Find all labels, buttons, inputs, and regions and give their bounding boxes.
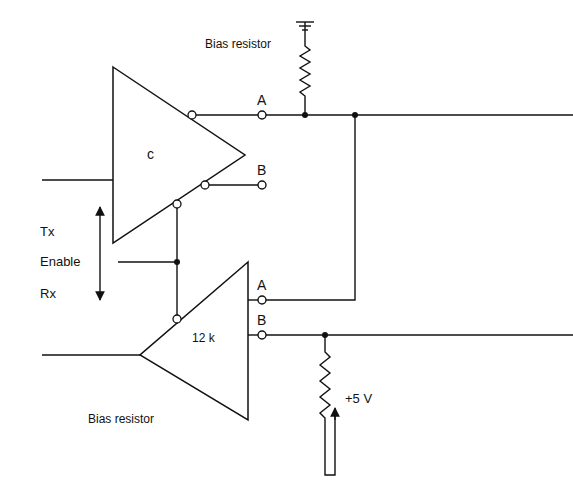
wire	[304, 22, 305, 40]
inversion-bubble	[188, 111, 196, 119]
pin-name: B	[257, 313, 266, 328]
signal-label: Tx	[40, 225, 54, 239]
terminal	[258, 331, 266, 339]
junction-dot	[352, 112, 358, 118]
enable-wire	[118, 261, 177, 262]
terminal	[258, 296, 266, 304]
bus-line-b	[266, 334, 573, 335]
driver-triangle: c	[113, 67, 245, 243]
ground-symbol	[296, 22, 314, 30]
pin-name: A	[257, 93, 266, 108]
resistor-symbol	[300, 40, 310, 115]
signal-label: +5 V	[345, 392, 372, 406]
inversion-bubble	[173, 200, 181, 208]
receiver-triangle: 12 k	[140, 262, 248, 420]
bus-line-a	[266, 114, 573, 115]
signal-label: Bias resistor	[88, 413, 154, 426]
tx-wire	[42, 179, 113, 180]
node-text: c	[147, 147, 154, 162]
resistor-symbol	[320, 335, 335, 475]
direction-arrow	[99, 207, 100, 300]
junction-dot	[302, 112, 308, 118]
amplifier-triangle	[140, 262, 248, 420]
pin-name: A	[257, 278, 266, 293]
rx-wire	[42, 354, 140, 355]
signal-label: Bias resistor	[205, 38, 271, 51]
amplifier-triangle	[113, 67, 245, 243]
terminal	[258, 111, 266, 119]
wire	[208, 184, 258, 185]
node-text: 12 k	[192, 332, 215, 345]
wire	[266, 115, 355, 300]
inversion-bubble	[201, 181, 209, 189]
signal-label: Rx	[40, 287, 56, 301]
inversion-bubble	[173, 315, 181, 323]
junction-dot	[322, 332, 328, 338]
terminal	[258, 181, 266, 189]
supply-arrow	[334, 408, 335, 420]
enable-connector	[176, 208, 177, 315]
wire	[196, 114, 258, 115]
pin-name: B	[257, 163, 266, 178]
triangle-outline	[113, 67, 245, 243]
signal-label: Enable	[40, 255, 80, 269]
